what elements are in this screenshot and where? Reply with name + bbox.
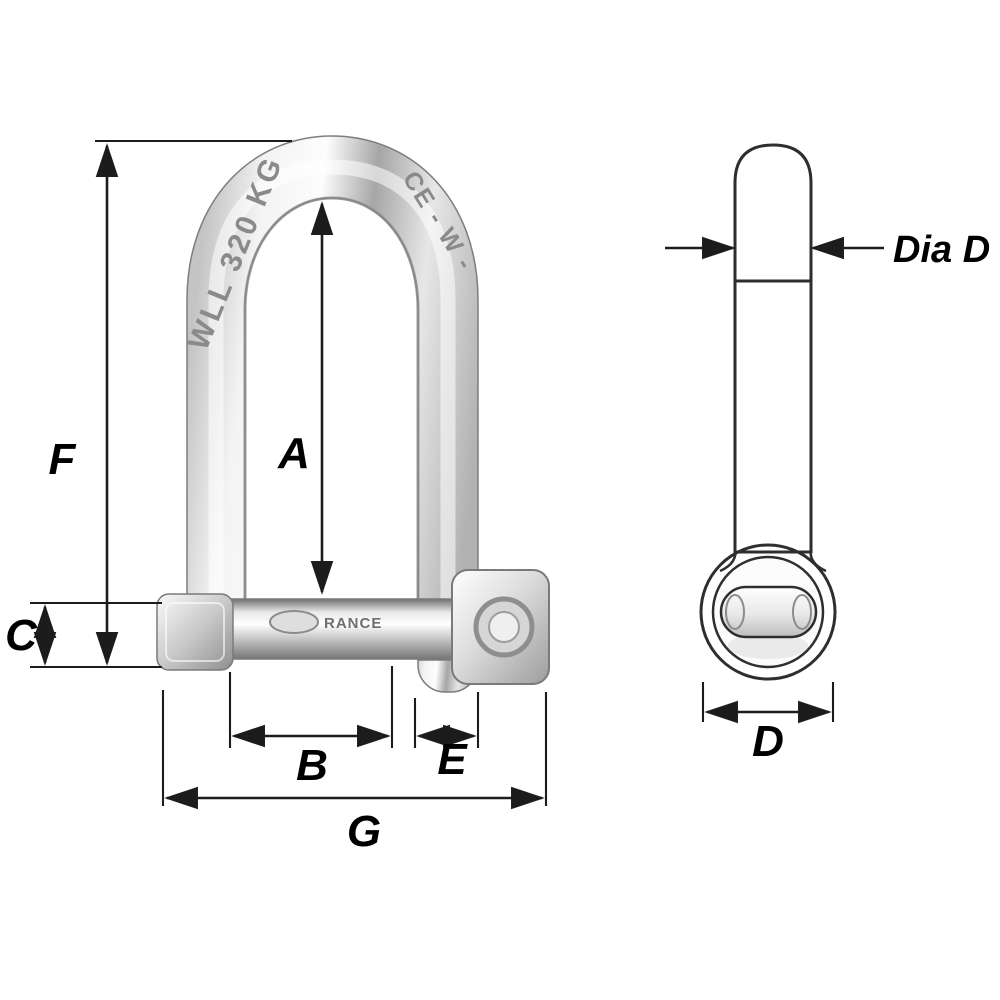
pin-crossbar-end-right	[792, 594, 812, 630]
pin-crossbar-end-left	[725, 594, 745, 630]
pin-side-view	[699, 143, 837, 681]
pin-shaft-side	[733, 143, 813, 554]
pin-eye-shading	[728, 633, 808, 659]
pin-head-hole	[488, 611, 520, 643]
pin-eye-outer	[699, 543, 837, 681]
dim-label-c: C	[5, 611, 38, 660]
dim-label-e: E	[437, 735, 468, 784]
dim-label-b: B	[296, 741, 328, 790]
dim-label-g: G	[347, 807, 381, 856]
pin-brand-marking: RANCE	[324, 615, 382, 632]
pin-brand-logo-oval	[269, 610, 319, 634]
dim-label-f: F	[49, 435, 77, 484]
dim-label-d: D	[752, 717, 784, 766]
dimensions: F C A B E G Dia D D	[5, 139, 990, 856]
pin-cap-left-bevel	[165, 602, 225, 662]
pin-crossbar	[719, 585, 818, 639]
shackle-photo: WLL 320 KG CE - W - RANCE	[156, 135, 550, 693]
pin-shoulder-fillet-right	[809, 547, 827, 573]
pin-shoulder-fillet-left	[719, 547, 737, 573]
shackle-inner-edge-shading	[243, 196, 420, 652]
dim-label-a: A	[277, 429, 310, 478]
dim-label-dia-d: Dia D	[893, 229, 990, 271]
shackle-highlight	[208, 159, 456, 638]
pin-cap-left	[156, 593, 234, 671]
